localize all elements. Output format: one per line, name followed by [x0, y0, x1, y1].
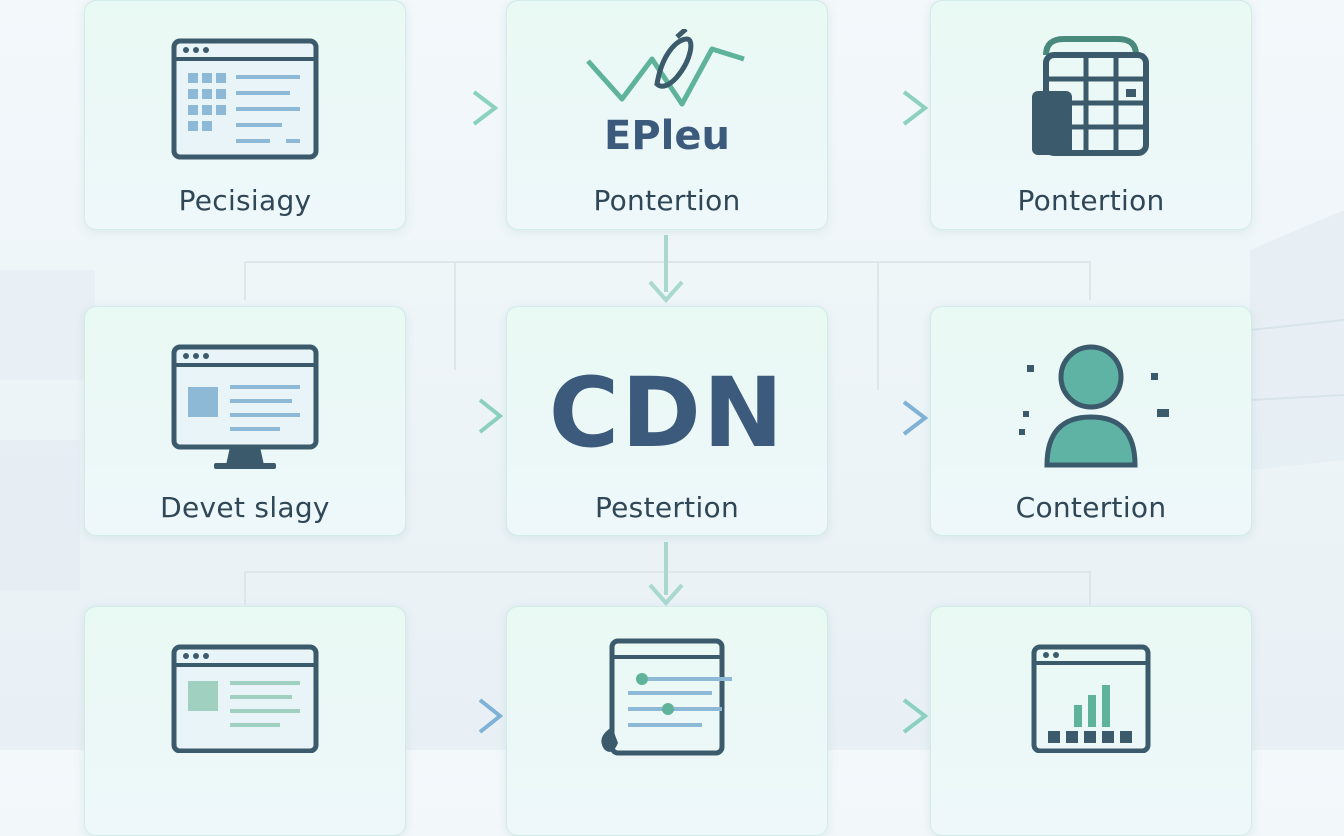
arrow-down-1: [648, 235, 684, 304]
card-label: Contertion: [1015, 491, 1167, 524]
arrow-r3-b: [830, 698, 929, 734]
arrow-down-2: [648, 542, 684, 607]
wave-logo-icon: [586, 29, 745, 107]
cdn-title: CDN: [548, 357, 786, 469]
card-contertion: Contertion: [930, 306, 1252, 536]
browser-window-grid-icon: [171, 38, 319, 160]
card-label: Pestertion: [594, 491, 740, 524]
chart-calendar-icon: [1031, 644, 1151, 753]
browser-window-icon: [171, 644, 319, 753]
arrow-r2-a: [408, 398, 504, 434]
brand-text: EPleu: [604, 113, 730, 159]
card-devet-slagy: Devet slagy: [84, 306, 406, 536]
card-pontertion-brand: EPleu Pontertion: [506, 0, 828, 230]
card-label: Pecisiagy: [178, 184, 312, 217]
user-icon: [1019, 344, 1169, 468]
monitor-icon: [171, 344, 319, 469]
card-label: Pontertion: [593, 184, 741, 217]
card-r3-chart: [930, 606, 1252, 836]
card-label: Devet slagy: [160, 491, 330, 524]
arrow-r2-b: [830, 400, 929, 436]
card-label: Pontertion: [1017, 184, 1165, 217]
card-pontertion: Pontertion: [930, 0, 1252, 230]
arrow-r1-b: [830, 90, 929, 126]
storage-table-icon: [1032, 36, 1149, 156]
arrow-r1-a: [408, 90, 499, 126]
card-pecisiagy: Pecisiagy: [84, 0, 406, 230]
card-cdn: CDN Pestertion: [506, 306, 828, 536]
card-r3-document: [506, 606, 828, 836]
document-sliders-icon: [601, 638, 732, 756]
arrow-r3-a: [408, 698, 504, 734]
card-r3-browser: [84, 606, 406, 836]
